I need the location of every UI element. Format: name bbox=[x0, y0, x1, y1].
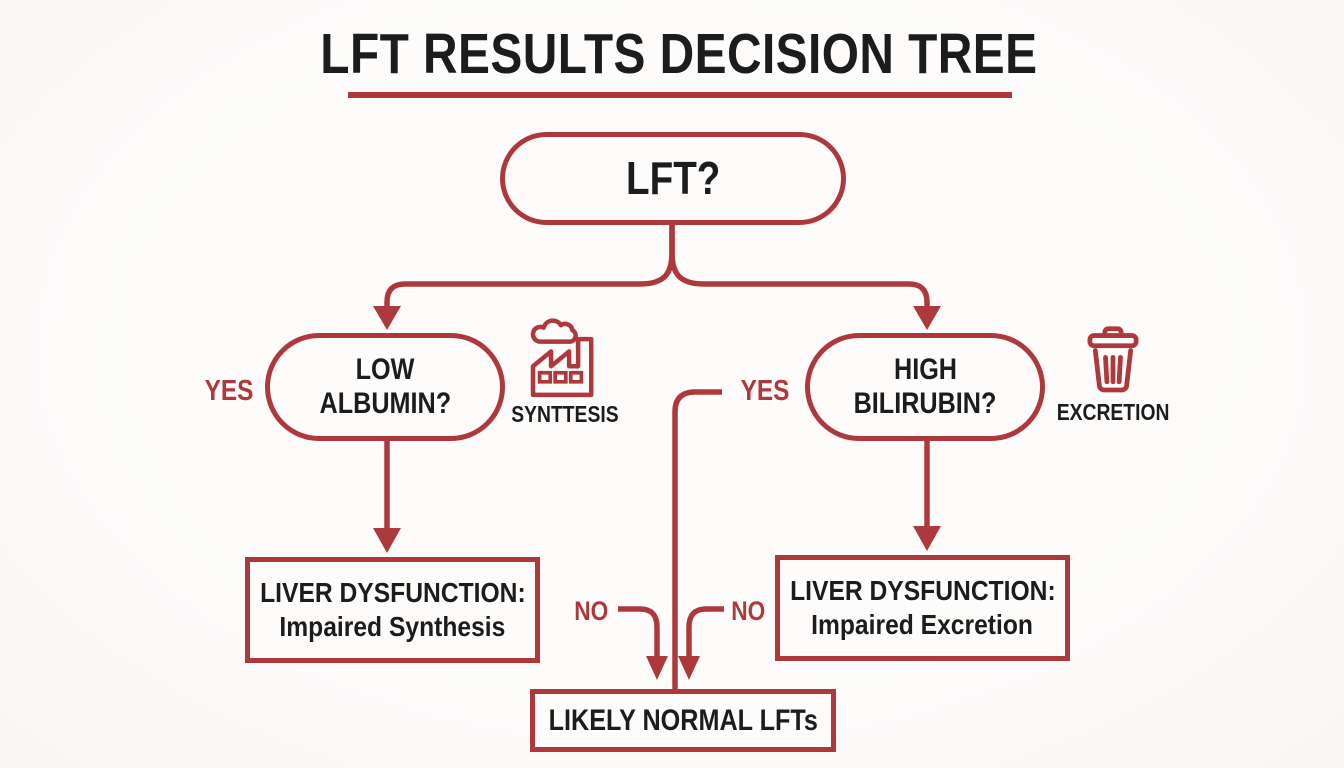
arrowhead-synthesis bbox=[373, 528, 401, 553]
edge-label-no-left: NO bbox=[573, 596, 609, 626]
outcome-synthesis-line1: LIVER DYSFUNCTION: bbox=[259, 577, 526, 609]
excretion-caption: EXCRETION bbox=[1056, 399, 1170, 425]
synthesis-icon-group: SYNTTESIS bbox=[511, 318, 619, 426]
trash-icon bbox=[1087, 326, 1139, 393]
arrowhead-no-left bbox=[646, 656, 668, 680]
excretion-icon-group: EXCRETION bbox=[1057, 320, 1169, 424]
node-lft-root-label: LFT? bbox=[625, 151, 721, 204]
edge-root-to-high-bilirubin bbox=[669, 225, 930, 308]
arrowhead-left-branch bbox=[373, 306, 401, 330]
node-lft-root: LFT? bbox=[500, 132, 846, 225]
edge-no-left bbox=[618, 606, 660, 658]
factory-icon bbox=[530, 318, 594, 398]
node-high-bilirubin: HIGH BILIRUBIN? bbox=[805, 333, 1045, 441]
outcome-impaired-synthesis: LIVER DYSFUNCTION: Impaired Synthesis bbox=[245, 557, 540, 663]
node-low-albumin-line1: LOW bbox=[355, 353, 415, 387]
edge-label-yes-left: YES bbox=[204, 375, 254, 407]
edge-label-no-right: NO bbox=[730, 596, 766, 626]
node-high-bilirubin-line2: BILIRUBIN? bbox=[853, 387, 997, 420]
outcome-excretion-line2: Impaired Excretion bbox=[811, 609, 1034, 640]
page-title-text: LFT RESULTS DECISION TREE bbox=[320, 22, 1038, 86]
edge-root-to-low-albumin bbox=[384, 225, 675, 308]
node-low-albumin-line2: ALBUMIN? bbox=[319, 387, 451, 420]
node-high-bilirubin-line1: HIGH bbox=[893, 353, 957, 387]
edge-label-yes-right: YES bbox=[740, 375, 790, 407]
edge-center-trunk bbox=[672, 389, 722, 689]
outcome-excretion-line1: LIVER DYSFUNCTION: bbox=[789, 575, 1056, 607]
outcome-normal-label: LIKELY NORMAL LFTs bbox=[548, 703, 818, 737]
synthesis-caption: SYNTTESIS bbox=[511, 401, 619, 427]
outcome-synthesis-line2: Impaired Synthesis bbox=[279, 611, 506, 642]
edge-no-right bbox=[686, 606, 724, 658]
arrowhead-excretion bbox=[913, 526, 941, 551]
outcome-impaired-excretion: LIVER DYSFUNCTION: Impaired Excretion bbox=[775, 555, 1070, 661]
arrowhead-right-branch bbox=[913, 306, 941, 330]
node-low-albumin: LOW ALBUMIN? bbox=[265, 333, 505, 441]
page-title: LFT RESULTS DECISION TREE bbox=[0, 22, 1344, 86]
title-underline bbox=[348, 92, 1012, 98]
arrowhead-no-right bbox=[678, 656, 700, 680]
outcome-likely-normal: LIKELY NORMAL LFTs bbox=[530, 689, 836, 752]
